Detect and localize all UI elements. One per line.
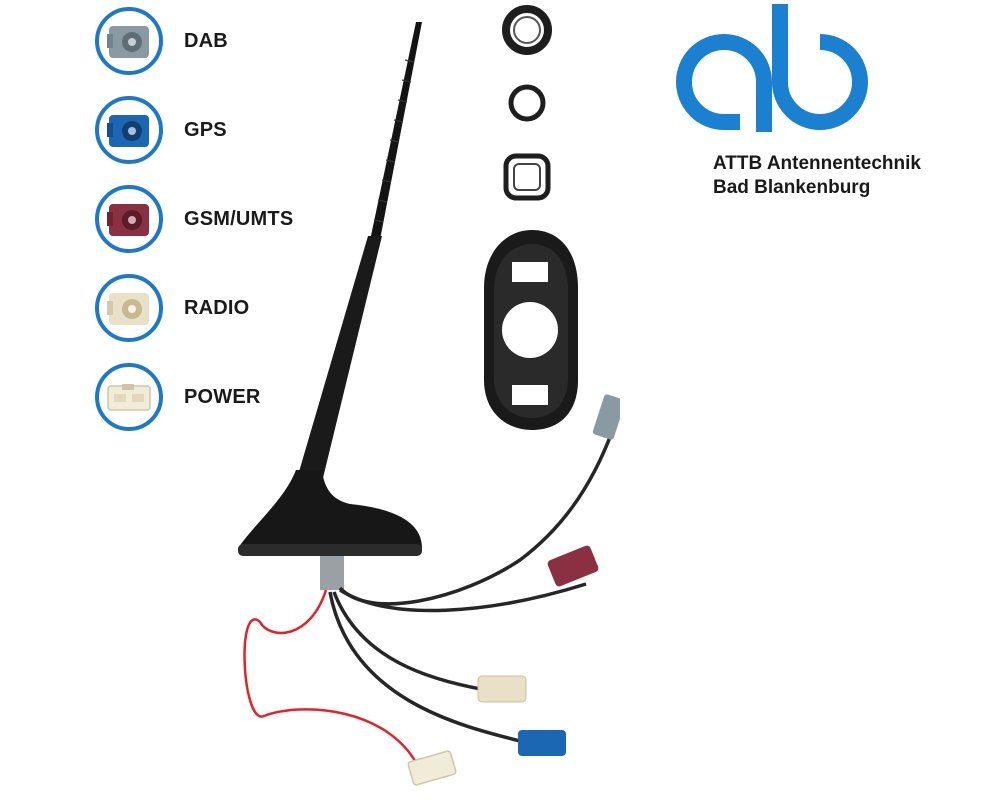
base-gasket-icon (484, 230, 578, 430)
brand-name-line2: Bad Blankenburg (713, 177, 871, 198)
square-gasket-icon (503, 153, 551, 201)
antenna-mast (296, 236, 382, 482)
mounting-parts (484, 5, 578, 430)
legend-item-dab: DAB (94, 6, 354, 82)
dab-plug-icon (592, 394, 620, 440)
spacer-ring-large-icon (502, 5, 552, 55)
gps-plug-icon (518, 730, 566, 756)
legend-item-power: POWER (94, 362, 354, 438)
legend-item-radio: RADIO (94, 273, 354, 349)
antenna-thread (320, 556, 344, 590)
legend-label: RADIO (184, 297, 250, 319)
antenna-base (238, 470, 422, 548)
roof-antenna (238, 22, 620, 786)
antenna-rod (368, 22, 422, 250)
attb-logo-icon (676, 4, 868, 132)
radio-connector-icon (95, 274, 163, 342)
legend-label: POWER (184, 386, 261, 408)
rod-coil (373, 59, 415, 223)
power-plug-icon (407, 750, 457, 786)
dab-connector-icon (95, 7, 163, 75)
legend-item-gps: GPS (94, 95, 354, 171)
legend-label: DAB (184, 30, 228, 52)
gps-connector-icon (95, 96, 163, 164)
coax-cables (328, 431, 614, 744)
o-ring-icon (508, 84, 546, 122)
antenna-base-rim (238, 544, 422, 556)
legend-label: GPS (184, 119, 227, 141)
radio-plug-icon (477, 675, 527, 703)
legend-item-gsm-umts: GSM/UMTS (94, 184, 354, 260)
brand-name-line1: ATTB Antennentechnik (713, 153, 921, 174)
gsm-plug-icon (547, 545, 599, 587)
legend-label: GSM/UMTS (184, 208, 294, 230)
gsm-umts-connector-icon (95, 185, 163, 253)
power-wire (243, 589, 422, 771)
power-connector-icon (95, 363, 163, 431)
